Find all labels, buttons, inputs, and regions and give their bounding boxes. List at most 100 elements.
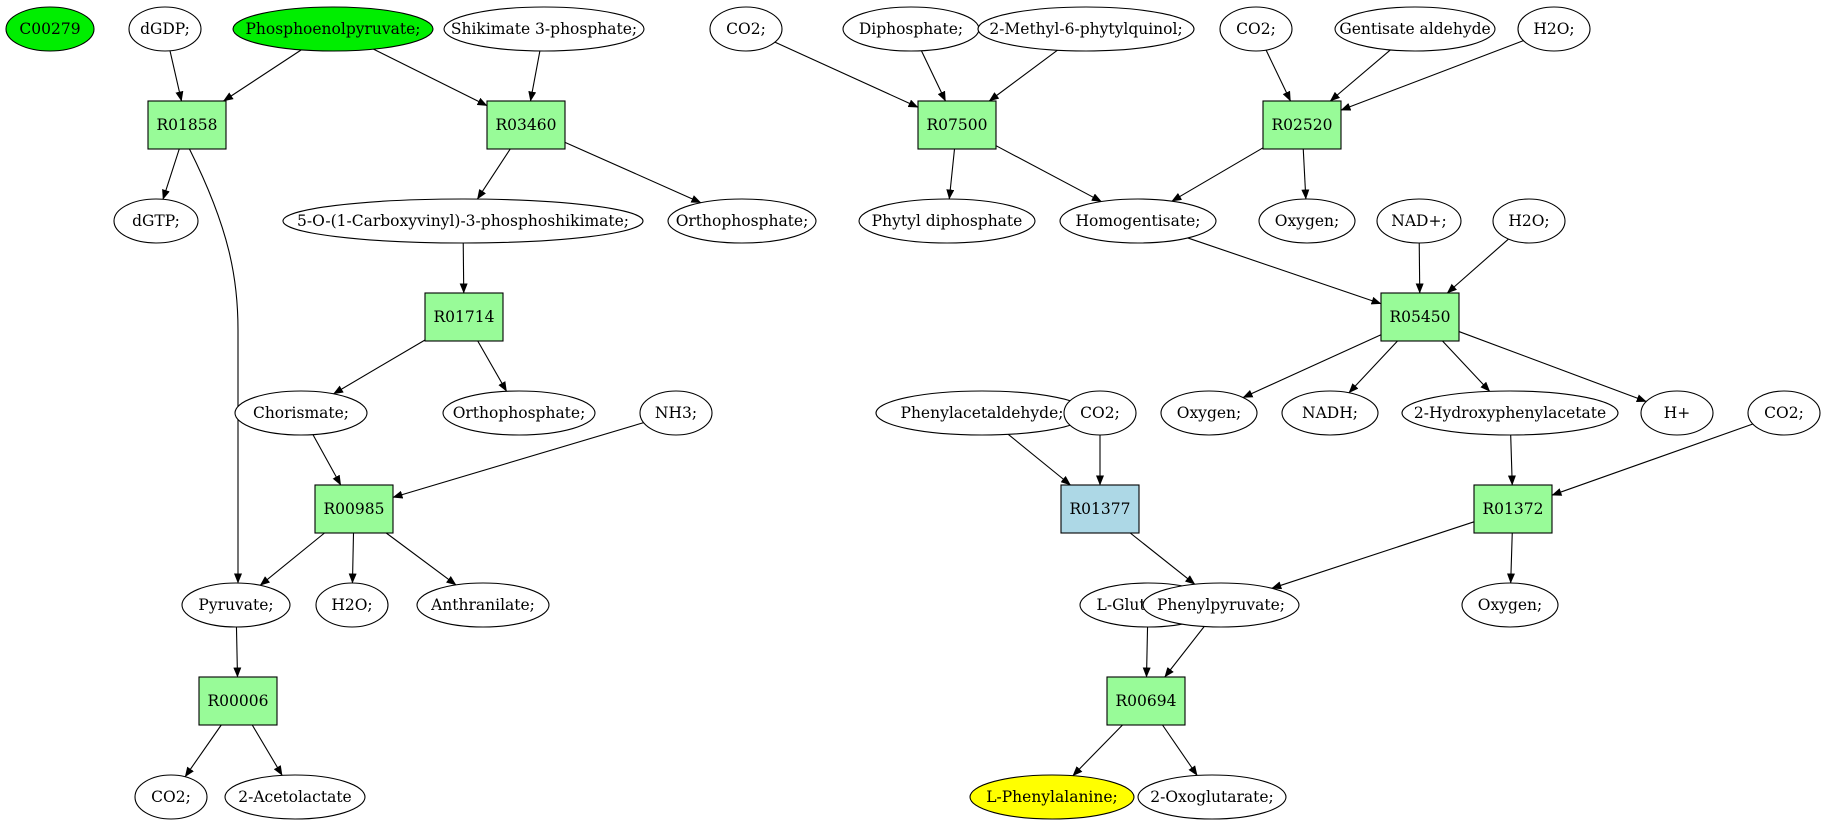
edge-nh3-to-r00985	[392, 422, 644, 499]
compound-node-phytylpp[interactable]: Phytyl diphosphate	[858, 198, 1036, 244]
reaction-node-r01714[interactable]: R01714	[424, 292, 504, 342]
compound-node-dgtp[interactable]: dGTP;	[113, 198, 199, 244]
edge-r02520-to-oxya	[1301, 148, 1310, 200]
edge-r00985-to-h2oc	[348, 532, 357, 584]
compound-node-epsp[interactable]: 5-O-(1-Carboxyvinyl)-3-phosphoshikimate;	[282, 198, 644, 244]
edge-co2d-to-r01372	[1551, 423, 1754, 496]
compound-node-co2e[interactable]: CO2;	[134, 774, 208, 820]
compound-node-phepyr[interactable]: Phenylpyruvate;	[1142, 582, 1300, 628]
reaction-node-r01858[interactable]: R01858	[147, 100, 227, 150]
edge-r00985-to-pyr	[259, 532, 325, 586]
reaction-node-r01377[interactable]: R01377	[1060, 484, 1140, 534]
compound-node-co2d[interactable]: CO2;	[1747, 390, 1821, 436]
edge-h2ob-to-r05450	[1446, 238, 1509, 294]
edge-hpa-to-r01372	[1507, 434, 1516, 486]
compound-node-oxya[interactable]: Oxygen;	[1258, 198, 1356, 244]
node-label: Anthranilate;	[430, 596, 535, 614]
compound-ellipse	[134, 774, 208, 820]
compound-node-h2ob[interactable]: H2O;	[1492, 198, 1566, 244]
compound-node-acetolac[interactable]: 2-Acetolactate	[224, 774, 366, 820]
compound-ellipse	[1640, 390, 1714, 436]
node-label: H+	[1664, 404, 1691, 422]
compound-ellipse	[113, 198, 199, 244]
compound-node-pep[interactable]: Phosphoenolpyruvate;	[232, 6, 434, 52]
edge-pheald-to-r01377	[1007, 433, 1071, 486]
reaction-node-r01372[interactable]: R01372	[1473, 484, 1553, 534]
node-label: Phenylpyruvate;	[1157, 596, 1285, 614]
compound-node-nadh[interactable]: NADH;	[1281, 390, 1379, 436]
compound-node-orthob[interactable]: Orthophosphate;	[442, 390, 596, 436]
node-label: Pyruvate;	[198, 596, 273, 614]
compound-ellipse	[639, 390, 713, 436]
edge-s3p-to-r03460	[528, 50, 541, 102]
reaction-box	[1060, 484, 1140, 534]
compound-node-diphos[interactable]: Diphosphate;	[842, 6, 980, 52]
edge-r05450-to-nadh	[1348, 340, 1398, 394]
compound-node-anthr[interactable]: Anthranilate;	[416, 582, 550, 628]
compound-node-hp[interactable]: H+	[1640, 390, 1714, 436]
compound-node-h2oa[interactable]: H2O;	[1517, 6, 1591, 52]
compound-node-chor[interactable]: Chorismate;	[234, 390, 368, 436]
compound-node-pheald[interactable]: Phenylacetaldehyde;	[875, 390, 1089, 436]
compound-node-co2a[interactable]: CO2;	[709, 6, 783, 52]
compound-node-mpq[interactable]: 2-Methyl-6-phytylquinol;	[977, 6, 1195, 52]
reaction-box	[1262, 100, 1342, 150]
compound-node-hpa[interactable]: 2-Hydroxyphenylacetate	[1401, 390, 1619, 436]
compound-node-s3p[interactable]: Shikimate 3-phosphate;	[443, 6, 645, 52]
node-label: R00985	[324, 500, 385, 518]
reaction-node-r00006[interactable]: R00006	[198, 676, 278, 726]
reaction-box	[147, 100, 227, 150]
compound-node-dgdp[interactable]: dGDP;	[128, 6, 202, 52]
compound-ellipse	[1160, 390, 1258, 436]
compound-node-oxyc[interactable]: Oxygen;	[1461, 582, 1559, 628]
reaction-node-r05450[interactable]: R05450	[1380, 292, 1460, 342]
node-label: 2-Methyl-6-phytylquinol;	[989, 20, 1182, 38]
compound-ellipse	[1059, 198, 1217, 244]
node-label: Diphosphate;	[859, 20, 963, 38]
compound-ellipse	[1142, 582, 1300, 628]
compound-node-orthoa[interactable]: Orthophosphate;	[667, 198, 817, 244]
compound-node-oxoglut[interactable]: 2-Oxoglutarate;	[1137, 774, 1287, 820]
reaction-node-r00985[interactable]: R00985	[314, 484, 394, 534]
reaction-node-r00694[interactable]: R00694	[1106, 676, 1186, 726]
compound-node-oxyb[interactable]: Oxygen;	[1160, 390, 1258, 436]
compound-node-nh3[interactable]: NH3;	[639, 390, 713, 436]
reaction-node-r07500[interactable]: R07500	[917, 100, 997, 150]
compound-ellipse	[969, 774, 1135, 820]
compound-ellipse	[128, 6, 202, 52]
node-label: R01858	[157, 116, 218, 134]
reaction-node-r02520[interactable]: R02520	[1262, 100, 1342, 150]
node-label: 5-O-(1-Carboxyvinyl)-3-phosphoshikimate;	[297, 212, 629, 230]
compound-ellipse	[1517, 6, 1591, 52]
edge-h2oa-to-r02520	[1340, 40, 1524, 111]
compound-ellipse	[1492, 198, 1566, 244]
node-label: H2O;	[1533, 20, 1574, 38]
compound-node-gentald[interactable]: Gentisate aldehyde	[1334, 6, 1496, 52]
node-label: R01377	[1070, 500, 1131, 518]
reaction-box	[486, 100, 566, 150]
compound-ellipse	[224, 774, 366, 820]
compound-ellipse	[977, 6, 1195, 52]
compound-node-h2oc[interactable]: H2O;	[315, 582, 389, 628]
compound-node-pyr[interactable]: Pyruvate;	[181, 582, 291, 628]
edges-layer	[162, 40, 1754, 778]
compound-node-homogent[interactable]: Homogentisate;	[1059, 198, 1217, 244]
compound-node-co2b[interactable]: CO2;	[1219, 6, 1293, 52]
compound-node-c00279[interactable]: C00279	[5, 6, 95, 52]
compound-ellipse	[315, 582, 389, 628]
compound-node-nadp[interactable]: NAD+;	[1376, 198, 1462, 244]
compound-ellipse	[667, 198, 817, 244]
node-label: Homogentisate;	[1076, 212, 1201, 230]
edge-r07500-to-homogent	[995, 145, 1102, 203]
compound-node-lphe[interactable]: L-Phenylalanine;	[969, 774, 1135, 820]
node-label: Orthophosphate;	[676, 212, 809, 230]
compound-ellipse	[443, 6, 645, 52]
edge-r00985-to-anthr	[385, 532, 457, 586]
node-label: R05450	[1390, 308, 1451, 326]
reaction-node-r03460[interactable]: R03460	[486, 100, 566, 150]
edge-diphos-to-r07500	[920, 50, 946, 102]
edge-lglu-to-r00694	[1142, 626, 1151, 678]
edge-r05450-to-oxyb	[1242, 334, 1382, 399]
compound-node-co2c[interactable]: CO2;	[1063, 390, 1137, 436]
